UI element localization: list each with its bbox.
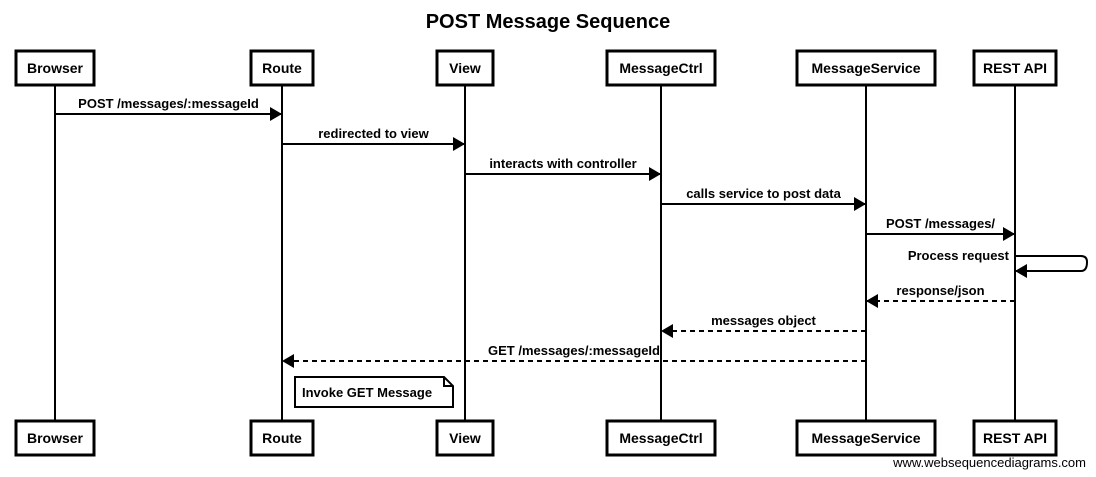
participant-box	[14, 49, 96, 87]
participant-label: REST API	[983, 60, 1047, 76]
participant-label: REST API	[983, 430, 1047, 446]
participant-restapi-bottom: REST API	[972, 419, 1058, 457]
participant-label: MessageCtrl	[619, 430, 702, 446]
message-8: messages object	[661, 313, 866, 338]
participant-box	[972, 419, 1058, 457]
participant-route-bottom: Route	[249, 419, 315, 457]
participant-box	[14, 419, 96, 457]
lifelines	[54, 85, 1016, 421]
message-label: GET /messages/:messageId	[488, 343, 660, 358]
message-label: calls service to post data	[686, 186, 841, 201]
participant-label: MessageService	[812, 430, 921, 446]
participant-box	[795, 49, 937, 87]
message-4: calls service to post data	[661, 186, 866, 211]
participant-box	[605, 419, 717, 457]
message-label: Process request	[908, 248, 1010, 263]
participant-messagectrl-top: MessageCtrl	[605, 49, 717, 87]
message-9: GET /messages/:messageId	[282, 343, 866, 368]
message-label: POST /messages/	[886, 216, 995, 231]
participant-route-top: Route	[249, 49, 315, 87]
participant-browser-top: Browser	[14, 49, 96, 87]
participant-messageservice-bottom: MessageService	[795, 419, 937, 457]
participant-box	[435, 49, 495, 87]
participant-restapi-top: REST API	[972, 49, 1058, 87]
participant-label: MessageService	[812, 60, 921, 76]
participant-label: MessageCtrl	[619, 60, 702, 76]
participant-label: Route	[262, 60, 302, 76]
message-3: interacts with controller	[465, 156, 661, 181]
message-2: redirected to view	[282, 126, 465, 151]
note: Invoke GET Message	[294, 376, 454, 408]
footer-watermark: www.websequencediagrams.com	[892, 455, 1086, 470]
participant-view-top: View	[435, 49, 495, 87]
message-1: POST /messages/:messageId	[55, 96, 282, 121]
participant-box	[249, 49, 315, 87]
note-fold	[443, 377, 453, 387]
self-message-arrow	[1015, 255, 1089, 278]
participants-top: Browser Route View MessageCtrl MessageServic…	[14, 49, 1058, 87]
participant-label: Browser	[27, 430, 84, 446]
message-5: POST /messages/	[866, 216, 1015, 241]
message-label: redirected to view	[318, 126, 429, 141]
note-label: Invoke GET Message	[302, 385, 432, 400]
participant-box	[605, 49, 717, 87]
participant-messageservice-top: MessageService	[795, 49, 937, 87]
participant-label: Browser	[27, 60, 84, 76]
participant-label: Route	[262, 430, 302, 446]
message-label: messages object	[711, 313, 816, 328]
participants-bottom: Browser Route View MessageCtrl MessageServic…	[14, 419, 1058, 457]
participant-label: View	[449, 430, 481, 446]
message-7: response/json	[866, 283, 1015, 308]
message-6: Process request	[908, 248, 1089, 278]
participant-view-bottom: View	[435, 419, 495, 457]
message-label: interacts with controller	[489, 156, 636, 171]
participant-label: View	[449, 60, 481, 76]
participant-box	[795, 419, 937, 457]
message-label: response/json	[896, 283, 984, 298]
participant-messagectrl-bottom: MessageCtrl	[605, 419, 717, 457]
message-label: POST /messages/:messageId	[78, 96, 259, 111]
participant-box	[972, 49, 1058, 87]
note-box	[294, 376, 454, 408]
participant-box	[249, 419, 315, 457]
messages: POST /messages/:messageId redirected to v…	[55, 96, 1089, 368]
participant-browser-bottom: Browser	[14, 419, 96, 457]
participant-box	[435, 419, 495, 457]
diagram-title: POST Message Sequence	[426, 11, 671, 33]
